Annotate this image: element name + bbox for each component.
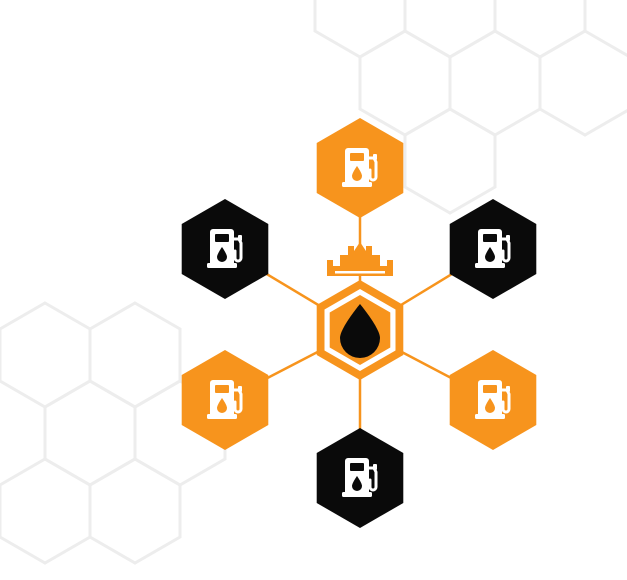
node-lower-left [181,350,269,450]
background-hex-cell [403,107,497,215]
background-hex-cell [43,379,137,487]
fuel-pump-icon [475,229,511,268]
central-hub [316,242,404,380]
node-lower-right [449,350,537,450]
fuel-pump-icon [207,229,243,268]
background-hex-cell [538,29,627,137]
node-upper-right [449,199,537,299]
oil-drop-icon [340,304,380,358]
node-upper-left [181,199,269,299]
node-bottom [316,428,404,528]
background-hex-cell [88,301,182,409]
fuel-pump-icon [475,380,511,419]
background-hex-cell [88,457,182,565]
background-hex-cell [448,29,542,137]
castle-crown-icon [327,242,393,276]
background-hex-cell [493,0,587,59]
fuel-nodes [181,118,537,528]
background-hex-cell [403,0,497,59]
background-hex-cell [358,29,452,137]
node-top [316,118,404,218]
background-hex-cell [0,301,92,409]
fuel-pump-icon [342,458,378,497]
background-hex-cell [0,457,92,565]
honeycomb-background [0,0,627,565]
fuel-pump-icon [207,380,243,419]
fuel-pump-icon [342,148,378,187]
background-hex-cell [313,0,407,59]
